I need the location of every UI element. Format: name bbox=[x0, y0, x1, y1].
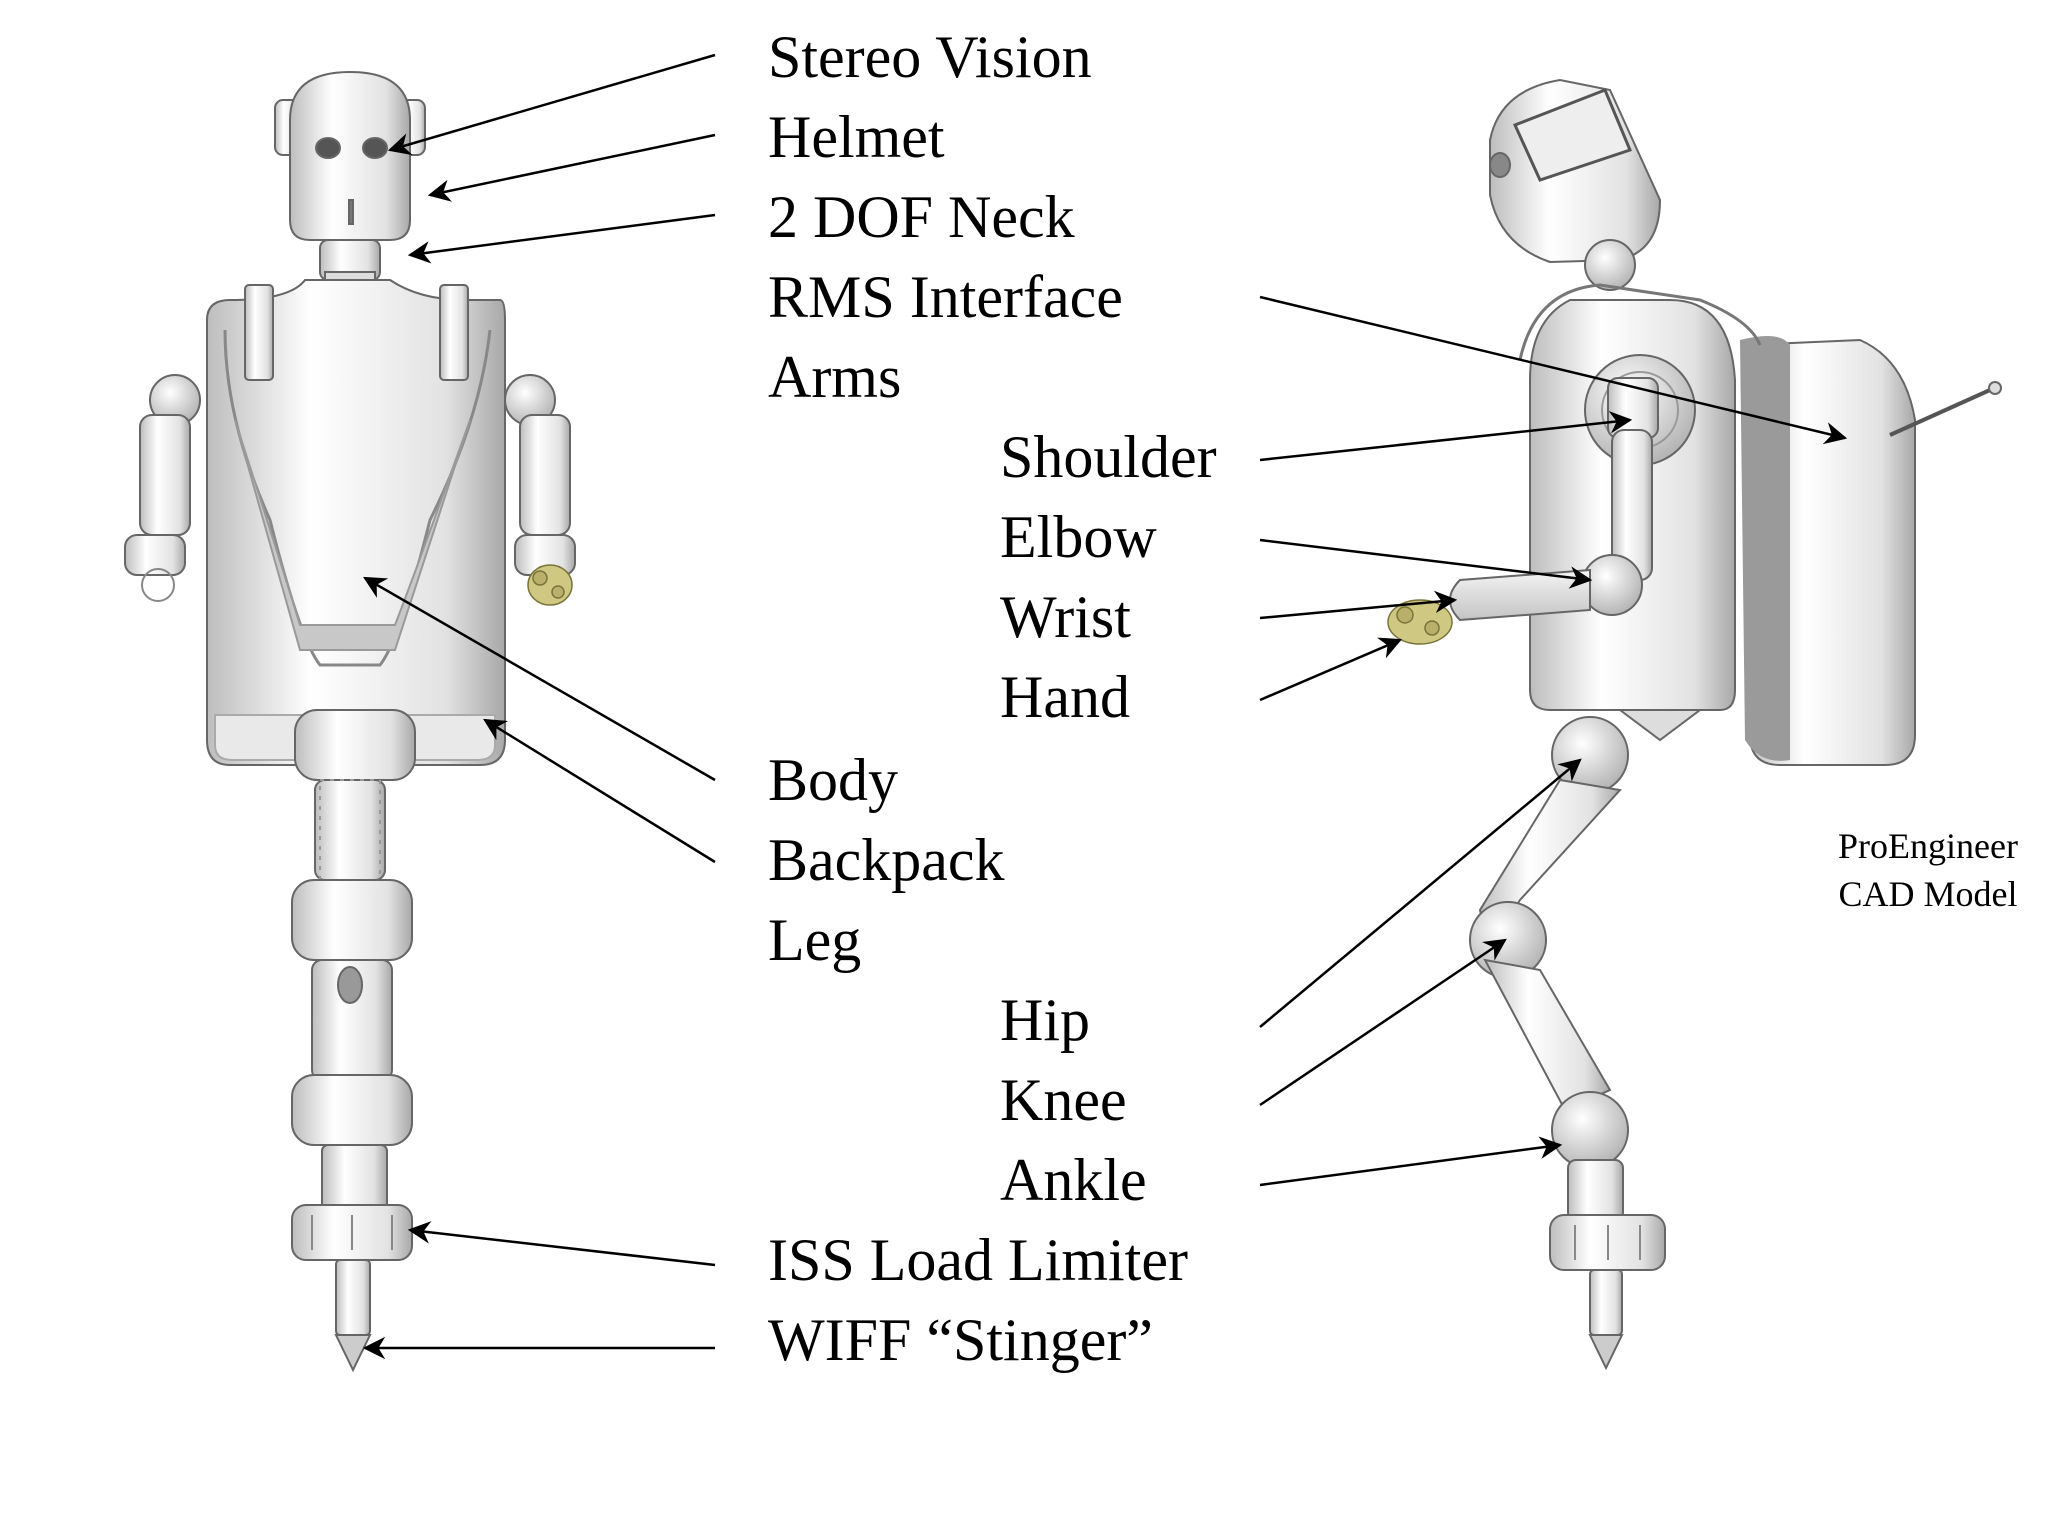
front-leg bbox=[291, 709, 416, 1373]
arrow-rms-interface bbox=[1259, 295, 1848, 445]
caption-line-2: CAD Model bbox=[1838, 874, 2018, 914]
label-rms-interface: RMS Interface bbox=[768, 264, 1123, 330]
side-stinger bbox=[1588, 1269, 1624, 1371]
label-stinger: WIFF “Stinger” bbox=[768, 1307, 1153, 1373]
front-helmet bbox=[274, 70, 426, 241]
cad-model-caption: ProEngineer CAD Model bbox=[1838, 822, 2018, 918]
arrow-stereo-vision bbox=[387, 53, 716, 156]
arrow-backpack bbox=[483, 718, 716, 864]
arrow-neck bbox=[407, 213, 716, 264]
front-neck bbox=[319, 239, 381, 285]
side-leg bbox=[1469, 716, 1666, 1371]
side-helmet bbox=[1489, 78, 1662, 264]
arrow-helmet bbox=[427, 133, 716, 202]
front-left-arm bbox=[124, 374, 201, 602]
caption-line-1: ProEngineer bbox=[1838, 826, 2018, 866]
arrow-wrist bbox=[1259, 590, 1458, 620]
front-body bbox=[206, 279, 506, 766]
side-load-limiter bbox=[1549, 1214, 1666, 1271]
label-stereo-vision: Stereo Vision bbox=[768, 24, 1092, 90]
leader-arrows bbox=[362, 53, 1848, 1360]
label-ankle: Ankle bbox=[1000, 1147, 1147, 1213]
side-body bbox=[1387, 283, 1762, 742]
arrow-hand bbox=[1259, 637, 1403, 702]
label-hand: Hand bbox=[1000, 664, 1130, 730]
front-right-arm bbox=[504, 374, 576, 606]
label-wrist: Wrist bbox=[1000, 584, 1131, 650]
front-view-robot bbox=[124, 70, 576, 1373]
side-backpack bbox=[1740, 336, 2002, 766]
arrow-elbow bbox=[1259, 538, 1593, 589]
front-stinger bbox=[334, 1259, 372, 1373]
label-backpack: Backpack bbox=[768, 827, 1005, 893]
side-view-robot bbox=[1387, 78, 2002, 1371]
arrow-body bbox=[363, 576, 716, 782]
label-arms: Arms bbox=[768, 344, 902, 410]
arrow-hip bbox=[1259, 758, 1582, 1028]
label-elbow: Elbow bbox=[1000, 504, 1157, 570]
label-knee: Knee bbox=[1000, 1067, 1127, 1133]
front-hand bbox=[527, 564, 573, 606]
arrow-shoulder bbox=[1259, 410, 1633, 462]
arrow-load-limiter bbox=[407, 1221, 716, 1267]
side-hand bbox=[1387, 599, 1453, 645]
label-neck: 2 DOF Neck bbox=[768, 184, 1075, 250]
front-load-limiter bbox=[291, 1204, 413, 1261]
label-leg: Leg bbox=[768, 907, 862, 973]
label-hip: Hip bbox=[1000, 987, 1090, 1053]
label-load-limiter: ISS Load Limiter bbox=[768, 1227, 1188, 1293]
label-body: Body bbox=[768, 747, 899, 813]
arrow-ankle bbox=[1259, 1136, 1563, 1187]
label-helmet: Helmet bbox=[768, 104, 945, 170]
arrow-knee bbox=[1259, 938, 1507, 1107]
label-shoulder: Shoulder bbox=[1000, 424, 1217, 490]
side-neck bbox=[1584, 239, 1636, 291]
